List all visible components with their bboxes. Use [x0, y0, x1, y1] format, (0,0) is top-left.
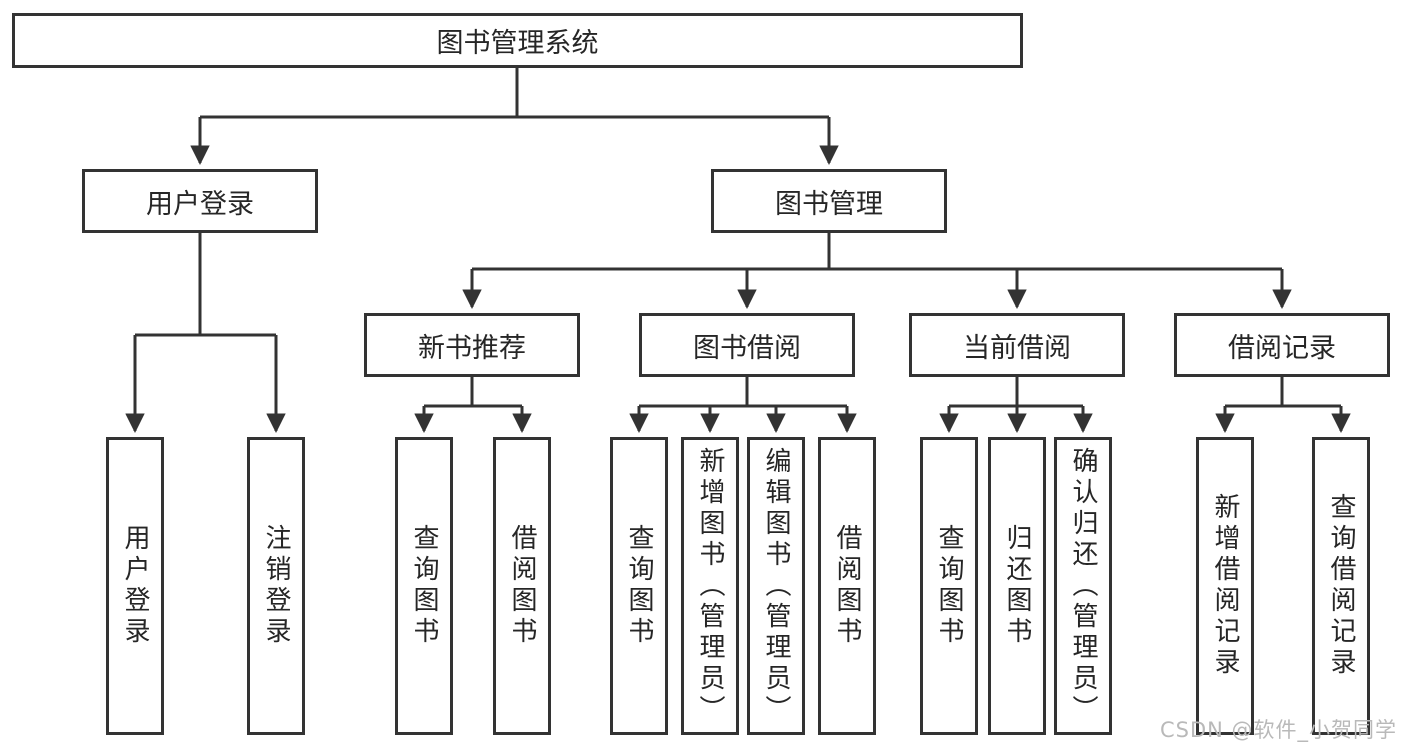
node-user-login: 用户登录	[82, 169, 318, 233]
node-label: 图书借阅	[693, 332, 801, 364]
leaf-label: 确认归还（管理员）	[1068, 446, 1098, 726]
leaf-borrow-books-recommend: 借阅图书	[493, 437, 551, 735]
leaf-label: 编辑图书（管理员）	[761, 446, 791, 726]
leaf-label: 归还图书	[1002, 524, 1032, 648]
node-label: 图书管理系统	[436, 28, 599, 59]
leaf-label: 查询图书	[409, 524, 439, 648]
csdn-watermark: CSDN @软件_小贺同学	[1160, 718, 1398, 742]
node-book-borrowing: 图书借阅	[639, 313, 855, 377]
node-library-management-system: 图书管理系统	[12, 13, 1023, 68]
leaf-logout: 注销登录	[247, 437, 305, 735]
leaf-query-books-borrowing: 查询图书	[610, 437, 668, 735]
leaf-label: 新增图书（管理员）	[695, 446, 725, 726]
leaf-query-books-recommend: 查询图书	[395, 437, 453, 735]
leaf-user-login: 用户登录	[106, 437, 164, 735]
leaf-label: 查询图书	[934, 524, 964, 648]
node-book-management: 图书管理	[711, 169, 947, 233]
node-label: 借阅记录	[1228, 332, 1336, 364]
node-new-book-recommend: 新书推荐	[364, 313, 580, 377]
leaf-label: 查询图书	[624, 524, 654, 648]
leaf-confirm-return-admin: 确认归还（管理员）	[1054, 437, 1112, 735]
node-current-borrowing: 当前借阅	[909, 313, 1125, 377]
node-label: 用户登录	[146, 188, 254, 220]
node-label: 新书推荐	[418, 332, 526, 364]
leaf-add-borrow-record: 新增借阅记录	[1196, 437, 1254, 735]
node-borrowing-records: 借阅记录	[1174, 313, 1390, 377]
leaf-edit-books-admin: 编辑图书（管理员）	[747, 437, 805, 735]
leaf-label: 用户登录	[120, 524, 150, 648]
leaf-borrow-books: 借阅图书	[818, 437, 876, 735]
leaf-label: 新增借阅记录	[1210, 493, 1240, 679]
node-label: 当前借阅	[963, 332, 1071, 364]
leaf-query-books-current: 查询图书	[920, 437, 978, 735]
leaf-label: 注销登录	[261, 524, 291, 648]
leaf-label: 查询借阅记录	[1326, 493, 1356, 679]
leaf-add-books-admin: 新增图书（管理员）	[681, 437, 739, 735]
leaf-return-books: 归还图书	[988, 437, 1046, 735]
leaf-label: 借阅图书	[832, 524, 862, 648]
leaf-query-borrow-record: 查询借阅记录	[1312, 437, 1370, 735]
node-label: 图书管理	[775, 188, 883, 220]
leaf-label: 借阅图书	[507, 524, 537, 648]
